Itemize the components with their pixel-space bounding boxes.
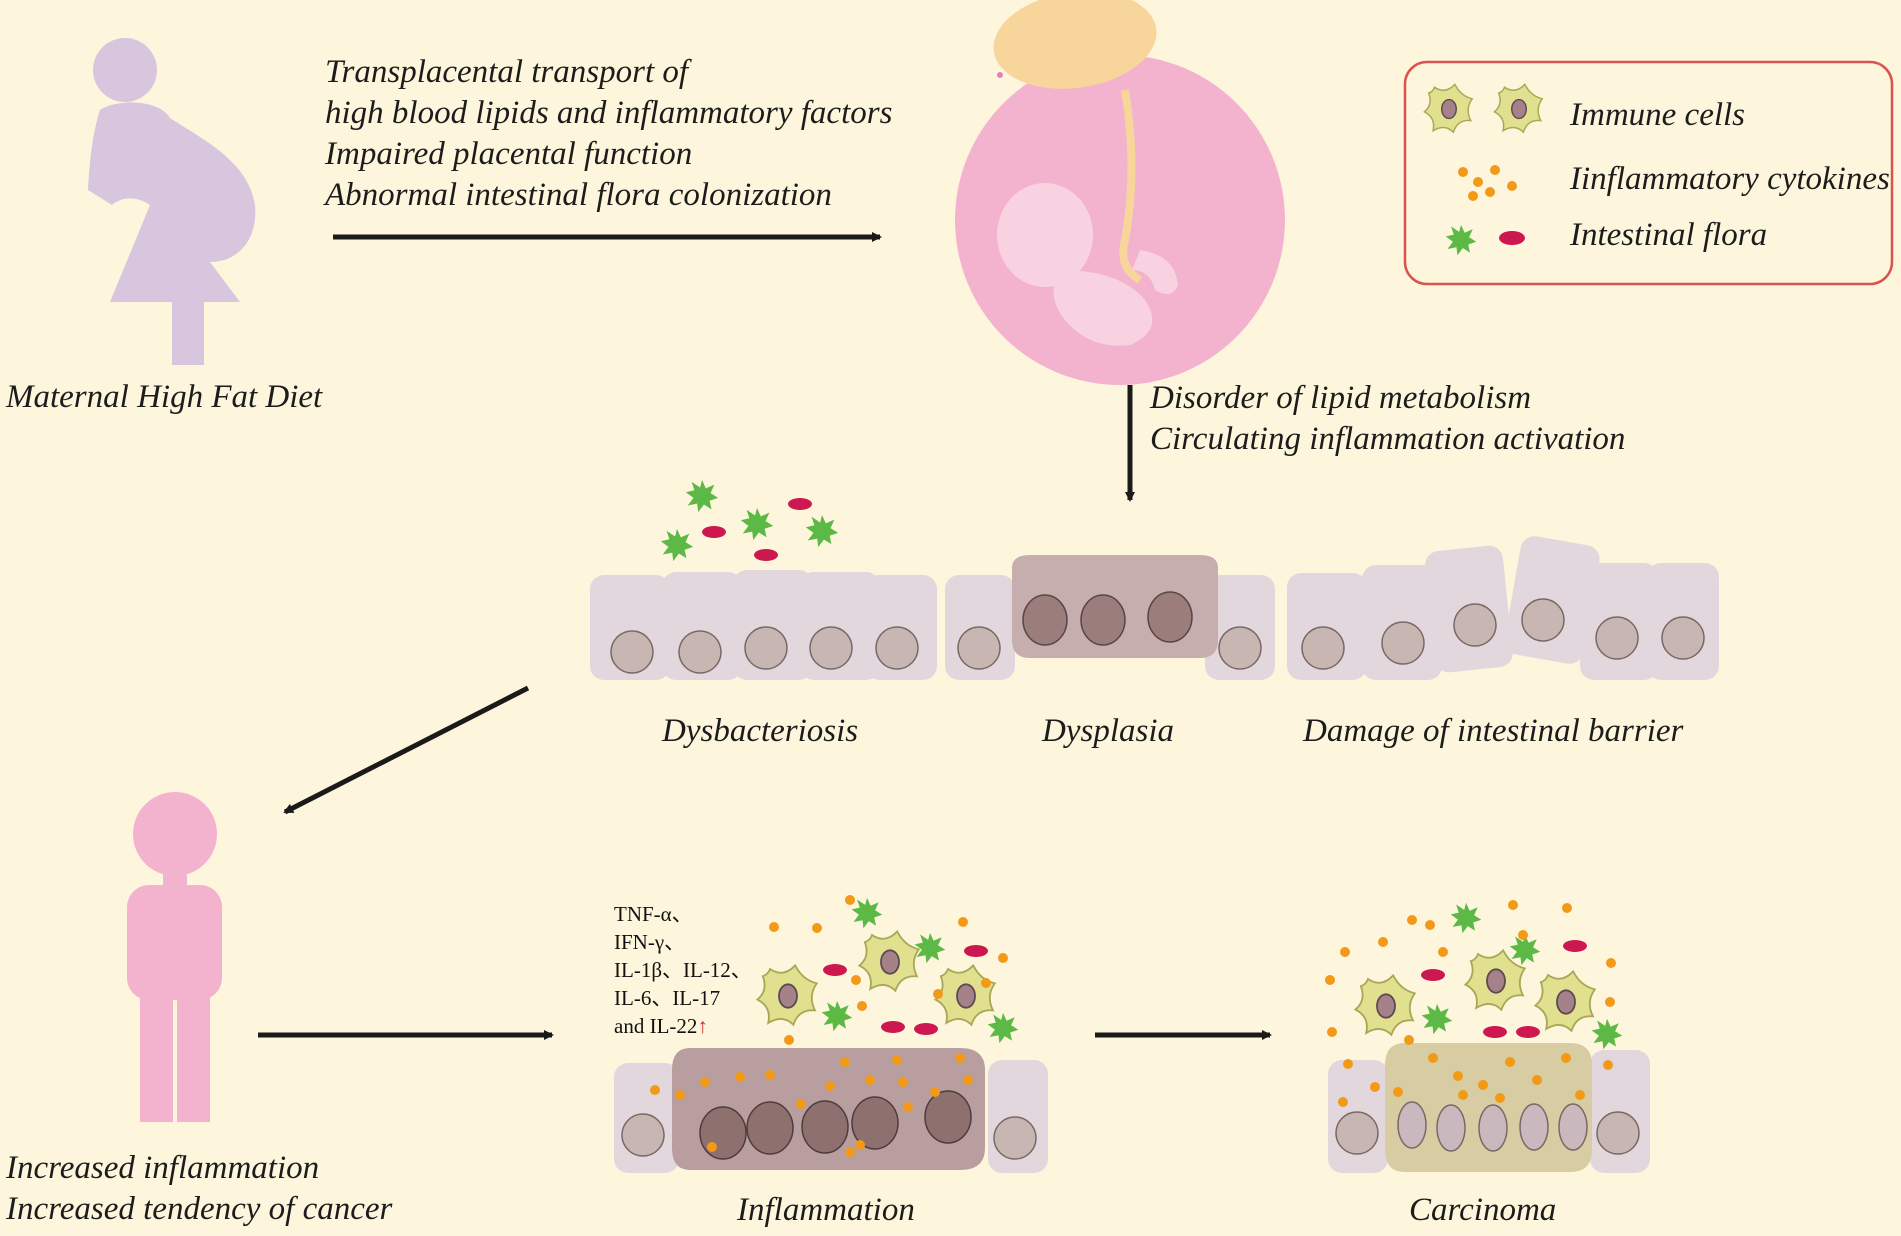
inflammation-tissue (614, 895, 1048, 1173)
cytokine-line: TNF-α、 (614, 902, 693, 926)
legend-immune-label: Immune cells (1570, 97, 1746, 133)
legend-cytokine-label: Iinflammatory cytokines (1570, 161, 1890, 197)
arrow1-line: Abnormal intestinal flora colonization (325, 177, 832, 213)
arrow2-annotation: Disorder of lipid metabolism Circulating… (1150, 378, 1625, 460)
arrow1-line: Impaired placental function (325, 136, 693, 172)
arrow2-line: Disorder of lipid metabolism (1150, 380, 1532, 416)
stage-dysbacteriosis-label: Dysbacteriosis (662, 713, 859, 749)
child-line: Increased tendency of cancer (6, 1191, 393, 1227)
legend-flora-label: Intestinal flora (1570, 217, 1768, 253)
dysbacteriosis-cells (590, 570, 937, 680)
carcinoma-flora (1421, 902, 1623, 1050)
stage-inflammation-label: Inflammation (737, 1192, 915, 1228)
carcinoma-cytokines (1325, 900, 1616, 1107)
cytokine-line: and IL-22 (614, 1014, 698, 1038)
arrow1-line: high blood lipids and inflammatory facto… (325, 95, 893, 131)
intestinal-flora-icon (1445, 224, 1525, 256)
child-annotation: Increased inflammation Increased tendenc… (6, 1148, 392, 1230)
child-icon (127, 792, 222, 1122)
cytokine-line: IL-6、IL-17 (614, 986, 721, 1010)
carcinoma-immune-cells (1354, 949, 1596, 1036)
inflammation-immune-cells (756, 930, 996, 1026)
womb-with-fetus-icon (955, 0, 1285, 385)
stage-carcinoma-label: Carcinoma (1409, 1192, 1557, 1228)
inflammation-cytokines (650, 895, 1008, 1157)
stage-barrier-label: Damage of intestinal barrier (1303, 713, 1684, 749)
intestinal-strip-upper (590, 479, 1719, 680)
damaged-barrier-cells (1287, 536, 1719, 680)
cytokine-dots-icon (1458, 165, 1517, 201)
arrow1-annotation: Transplacental transport of high blood l… (325, 52, 892, 216)
stage-dysplasia-label: Dysplasia (1042, 713, 1174, 749)
arrow-intestine-to-child (283, 685, 530, 815)
pregnant-mother-icon (88, 38, 256, 365)
dysplasia-cells (945, 555, 1275, 680)
cytokine-list: TNF-α、 IFN-γ、 IL-1β、IL-12、 IL-6、IL-17 an… (614, 900, 752, 1040)
cytokine-line: IFN-γ、 (614, 930, 686, 954)
arrow2-line: Circulating inflammation activation (1150, 421, 1626, 457)
cytokine-line: IL-1β、IL-12、 (614, 958, 752, 982)
arrow1-line: Transplacental transport of (325, 54, 689, 90)
increase-arrow-icon: ↑ (697, 1014, 708, 1038)
immune-cell-icon (1423, 83, 1543, 133)
carcinoma-tissue (1325, 900, 1650, 1173)
legend-box (1403, 60, 1894, 286)
mother-label: Maternal High Fat Diet (6, 379, 323, 415)
upper-flora (660, 479, 839, 562)
child-line: Increased inflammation (6, 1150, 320, 1186)
inflammation-flora (821, 897, 1019, 1044)
